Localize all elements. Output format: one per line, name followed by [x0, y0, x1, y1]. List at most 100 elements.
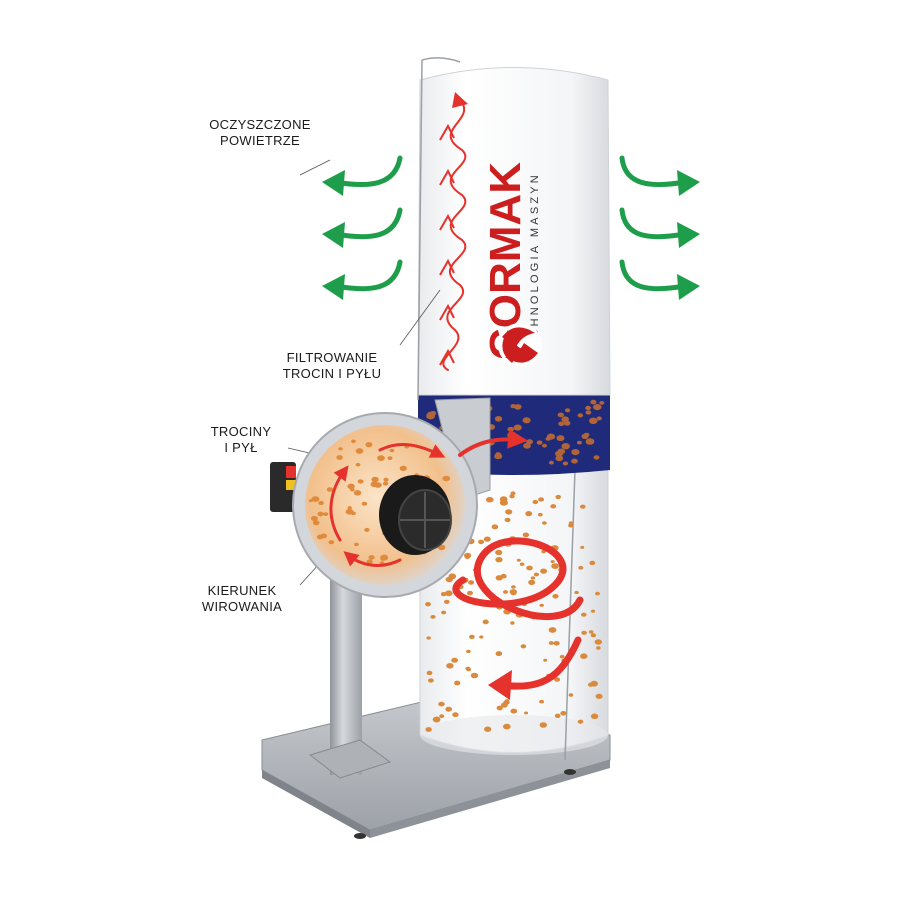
filter-flow-arrows — [439, 92, 468, 371]
dust-particle — [554, 677, 561, 682]
dust-particle — [530, 576, 536, 580]
dust-particle — [560, 711, 567, 716]
label-spin-direction: KIERUNEK WIROWANIA — [182, 583, 302, 615]
dust-particle — [444, 599, 450, 605]
dust-particle — [368, 555, 375, 560]
label-clean-air-line1: OCZYSZCZONE — [209, 117, 311, 132]
dust-particle — [486, 496, 494, 503]
dust-particle — [526, 439, 533, 445]
dust-particle — [484, 726, 492, 732]
dust-particle — [510, 404, 516, 409]
dust-particle — [580, 653, 588, 659]
dust-particle — [596, 646, 601, 650]
dust-particle — [540, 568, 548, 574]
dust-particle — [532, 499, 539, 505]
dust-particle — [469, 634, 475, 640]
dust-particle — [426, 412, 435, 420]
dust-particle — [510, 708, 518, 714]
dust-particle — [365, 442, 373, 448]
dust-particle — [454, 680, 461, 686]
dust-particle — [580, 504, 586, 509]
dust-particle — [558, 421, 565, 427]
dust-particle — [585, 438, 595, 445]
dust-particle — [580, 545, 585, 549]
dust-particle — [371, 476, 379, 483]
dust-particle — [551, 563, 559, 569]
dust-particle — [440, 592, 447, 597]
dust-particle — [556, 435, 565, 442]
stand-pole — [308, 575, 392, 779]
dust-particle — [539, 603, 544, 607]
dust-particle — [519, 562, 525, 566]
dust-particle — [589, 417, 598, 424]
dust-particle — [478, 539, 485, 545]
dust-particle — [446, 663, 454, 669]
label-filtering-line1: FILTROWANIE — [286, 350, 378, 365]
dust-particle — [451, 657, 458, 663]
dust-particle — [574, 590, 579, 595]
dust-particle — [479, 635, 484, 639]
dust-particle — [595, 591, 600, 596]
dust-particle — [548, 641, 554, 645]
dust-particle — [589, 560, 596, 566]
dust-particle — [426, 670, 433, 676]
brand-logo: CORMAK TECHNOLOGIA MASZYN — [481, 162, 541, 360]
dust-particle — [364, 527, 370, 532]
dust-particle — [442, 475, 451, 482]
dust-particle — [432, 716, 441, 723]
dust-particle — [495, 651, 503, 657]
dust-particle — [555, 455, 564, 462]
dust-particle — [599, 401, 605, 405]
blower-fan — [270, 397, 528, 598]
dust-particle — [510, 491, 516, 496]
dust-particle — [596, 416, 602, 421]
dust-particle — [509, 494, 515, 499]
dust-particle — [499, 496, 508, 503]
dust-particle — [350, 488, 355, 492]
dust-particle — [351, 439, 356, 444]
dust-particle — [350, 511, 356, 516]
dust-particle — [520, 644, 527, 649]
dust-particle — [577, 413, 584, 418]
dust-particle — [311, 496, 320, 502]
dust-particle — [548, 460, 554, 465]
air-arrow-left-2 — [322, 207, 403, 248]
dust-particle — [511, 585, 516, 589]
dust-particle — [545, 437, 551, 441]
dust-particle — [507, 426, 514, 432]
dust-particle — [593, 404, 602, 411]
dust-particle — [387, 456, 393, 460]
dust-particle — [448, 573, 457, 580]
dust-particle — [426, 636, 431, 640]
dust-particle — [571, 449, 580, 456]
label-filtering: FILTROWANIE TROCIN I PYŁU — [262, 350, 402, 382]
air-arrow-right-1 — [619, 155, 700, 196]
dust-particle — [542, 521, 547, 525]
dust-particle — [495, 557, 503, 563]
dust-particle — [357, 479, 364, 484]
dust-particle — [428, 678, 434, 683]
label-sawdust-line2: I PYŁ — [224, 440, 258, 455]
dust-particle — [389, 448, 395, 453]
dust-particle — [452, 712, 459, 718]
dust-particle — [522, 417, 531, 424]
dust-particle — [557, 448, 566, 455]
dust-particle — [494, 416, 503, 422]
label-spin-line1: KIERUNEK — [207, 583, 277, 598]
dust-particle — [539, 722, 547, 728]
dust-particle — [590, 609, 596, 613]
dust-particle — [559, 654, 565, 659]
dust-particle — [366, 559, 373, 564]
air-arrow-left-3 — [322, 259, 403, 300]
dust-particle — [445, 706, 453, 712]
dust-particle — [557, 412, 564, 418]
dust-particle — [503, 590, 508, 594]
air-arrow-left-1 — [322, 155, 403, 196]
dust-particle — [438, 701, 445, 707]
dust-particle — [491, 524, 499, 530]
dust-particle — [594, 639, 602, 645]
dust-particle — [425, 602, 431, 607]
dust-particle — [505, 699, 510, 703]
dust-particle — [513, 424, 522, 431]
